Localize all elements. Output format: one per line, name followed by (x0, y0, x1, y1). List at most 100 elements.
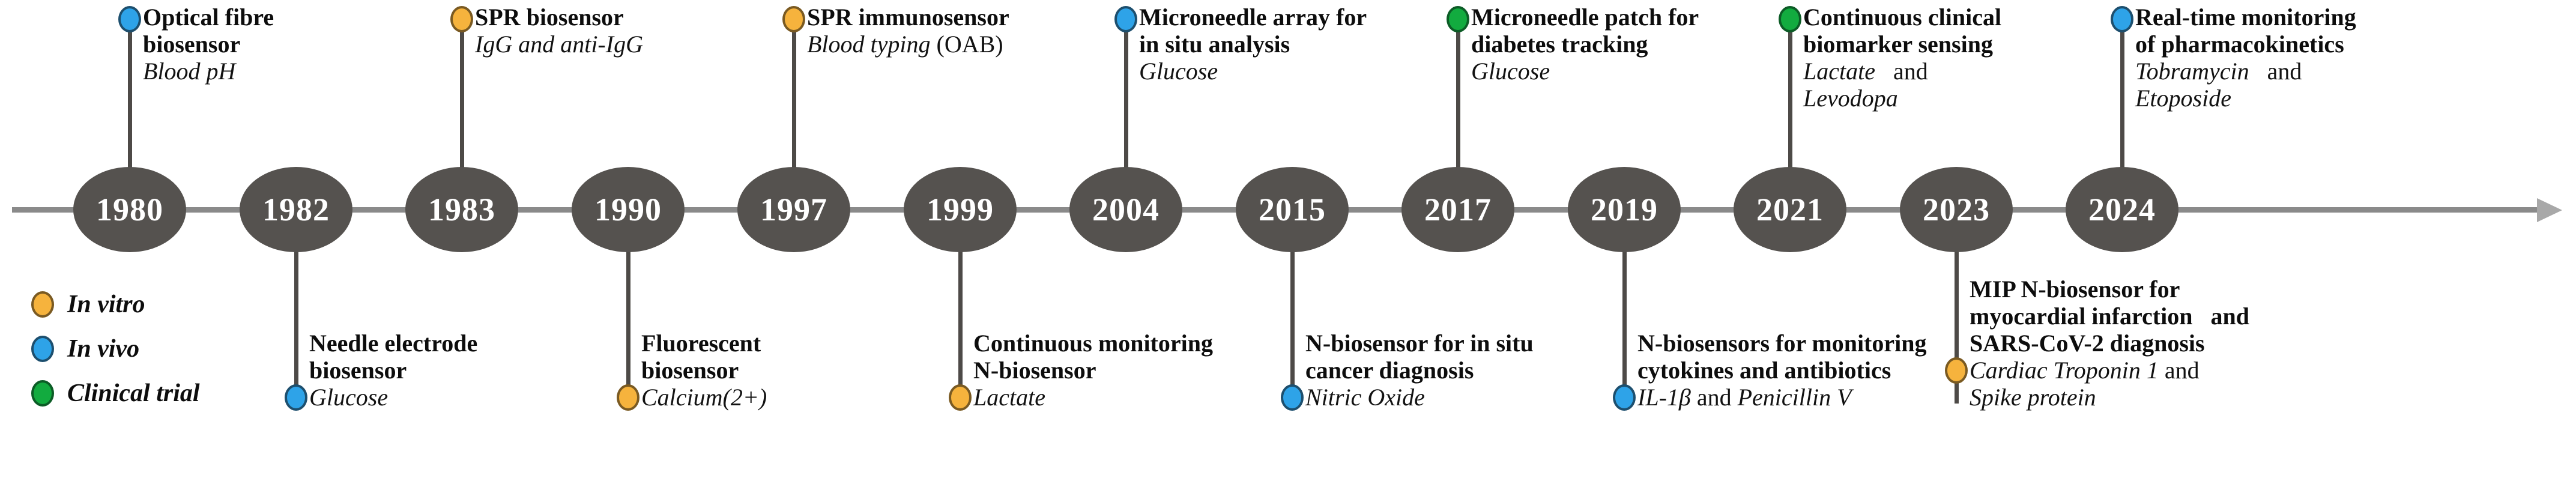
year-pill-1990[interactable]: 1990 (572, 167, 685, 252)
event-title-line: cytokines and antibiotics (1637, 357, 1891, 384)
event-title-line: Microneedle patch for (1471, 4, 1699, 31)
event-title-line: N-biosensors for monitoring (1637, 330, 1927, 357)
event-title-line: biosensor (309, 357, 407, 384)
event-marker-vitro-icon-2023 (1945, 357, 1968, 384)
event-title-line: Fluorescent (641, 330, 761, 357)
event-analyte: Glucose (1139, 58, 1218, 85)
connector-stem-2015 (1290, 244, 1295, 404)
year-pill-2004[interactable]: 2004 (1069, 167, 1182, 252)
year-pill-1999[interactable]: 1999 (904, 167, 1017, 252)
legend-dot-in-vivo-icon (31, 336, 54, 362)
connector-stem-2017 (1456, 24, 1460, 175)
event-analyte: Blood pH (143, 58, 236, 85)
year-pill-2021[interactable]: 2021 (1734, 167, 1846, 252)
event-title-line: Needle electrode (309, 330, 478, 357)
connector-stem-2023 (1955, 244, 1959, 404)
year-pill-1982[interactable]: 1982 (240, 167, 352, 252)
event-marker-vivo-icon-2024 (2111, 6, 2133, 32)
connector-stem-1982 (294, 244, 298, 404)
event-analyte: Lactate and Levodopa (1803, 58, 1928, 112)
event-analyte: Glucose (1471, 58, 1550, 85)
event-analyte: Lactate (973, 384, 1045, 411)
legend-dot-in-vitro-icon (31, 291, 54, 318)
legend-item-clinical-trial: Clinical trial (31, 371, 200, 416)
connector-stem-1999 (958, 244, 963, 404)
event-title-line: biosensor (641, 357, 739, 384)
event-title-line: myocardial infarction and (1970, 303, 2249, 330)
event-title-line: SPR biosensor (475, 4, 624, 31)
event-analyte: Cardiac Troponin 1 and Spike protein (1970, 357, 2200, 411)
event-title-line: SARS-CoV-2 diagnosis (1970, 330, 2205, 357)
event-marker-vivo-icon-2019 (1613, 384, 1636, 411)
year-pill-2015[interactable]: 2015 (1236, 167, 1349, 252)
year-pill-2017[interactable]: 2017 (1401, 167, 1514, 252)
connector-stem-2021 (1788, 24, 1792, 175)
legend-item-in-vitro: In vitro (31, 282, 200, 327)
connector-stem-1990 (626, 244, 630, 404)
event-title-line: N-biosensor (973, 357, 1096, 384)
event-marker-vivo-icon-2004 (1114, 6, 1137, 32)
year-pill-1997[interactable]: 1997 (737, 167, 850, 252)
event-analyte: Tobramycin and Etoposide (2135, 58, 2302, 112)
connector-stem-2019 (1622, 244, 1627, 404)
event-marker-vivo-icon-1980 (118, 6, 141, 32)
event-analyte: Nitric Oxide (1305, 384, 1425, 411)
event-title-line: Microneedle array for (1139, 4, 1367, 31)
event-analyte: Calcium(2+) (641, 384, 767, 411)
event-marker-vitro-icon-1999 (949, 384, 972, 411)
connector-stem-1997 (792, 24, 796, 175)
event-title-line: Optical fibre (143, 4, 274, 31)
year-pill-1980[interactable]: 1980 (73, 167, 186, 252)
legend-label-in-vivo: In vivo (67, 335, 140, 363)
legend-label-clinical-trial: Clinical trial (67, 380, 200, 407)
event-title-line: biomarker sensing (1803, 31, 1993, 58)
legend-dot-clinical-trial-icon (31, 380, 54, 407)
event-marker-vitro-icon-1983 (450, 6, 473, 32)
event-analyte: IgG and anti-IgG (475, 31, 643, 58)
event-marker-clinical-icon-2017 (1447, 6, 1469, 32)
year-pill-2019[interactable]: 2019 (1568, 167, 1681, 252)
year-pill-2024[interactable]: 2024 (2066, 167, 2178, 252)
legend-item-in-vivo: In vivo (31, 327, 200, 371)
event-title-line: in situ analysis (1139, 31, 1290, 58)
connector-stem-1980 (128, 24, 132, 175)
event-title-line: MIP N-biosensor for (1970, 276, 2180, 303)
event-title-line: Continuous clinical (1803, 4, 2002, 31)
event-marker-vivo-icon-1982 (285, 384, 307, 411)
event-title-line: of pharmacokinetics (2135, 31, 2344, 58)
event-marker-vitro-icon-1990 (617, 384, 639, 411)
connector-stem-2024 (2120, 24, 2124, 175)
event-marker-vitro-icon-1997 (782, 6, 805, 32)
event-title-line: N-biosensor for in situ (1305, 330, 1534, 357)
legend: In vitro In vivo Clinical trial (31, 282, 200, 416)
event-title-line: Continuous monitoring (973, 330, 1213, 357)
event-analyte: IL-1β and Penicillin V (1637, 384, 1852, 411)
event-marker-vivo-icon-2015 (1281, 384, 1304, 411)
event-analyte: Blood typing (OAB) (807, 31, 1003, 58)
event-title-line: diabetes tracking (1471, 31, 1648, 58)
timeline-axis-arrowhead (2537, 198, 2562, 222)
year-pill-2023[interactable]: 2023 (1900, 167, 2013, 252)
year-pill-1983[interactable]: 1983 (405, 167, 518, 252)
event-title-line: Real-time monitoring (2135, 4, 2356, 31)
legend-label-in-vitro: In vitro (67, 291, 145, 318)
connector-stem-2004 (1124, 24, 1128, 175)
event-marker-clinical-icon-2021 (1779, 6, 1801, 32)
event-title-line: cancer diagnosis (1305, 357, 1474, 384)
event-title-line: SPR immunosensor (807, 4, 1009, 31)
event-analyte: Glucose (309, 384, 389, 411)
event-title-line: biosensor (143, 31, 241, 58)
